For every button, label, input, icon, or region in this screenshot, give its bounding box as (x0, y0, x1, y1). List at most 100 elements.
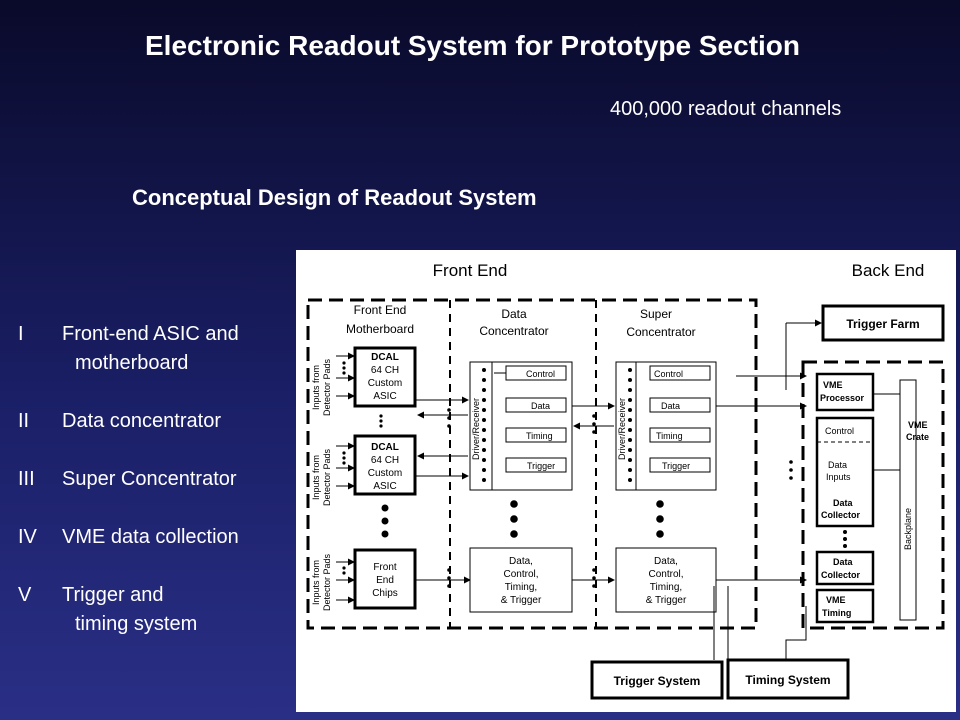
trigger-system-label: Trigger System (614, 674, 701, 688)
dcal-asic-1: DCAL 64 CH Custom ASIC (353, 346, 417, 408)
dcal-label: DCAL (371, 352, 399, 363)
list-numeral: I (18, 323, 24, 345)
data-collector-label: Data (833, 498, 854, 508)
vme-crate-label: VME (908, 420, 928, 430)
channel-count: 400,000 readout channels (610, 98, 842, 120)
control-label: Control (825, 426, 854, 436)
readout-diagram: Front End Back End Front End Motherboard… (296, 250, 956, 712)
input-arrows (336, 352, 355, 604)
component-list: I Front-end ASIC and motherboard II Data c… (18, 320, 239, 639)
backplane (899, 379, 917, 621)
data-collector-label: Data (833, 557, 854, 567)
front-end-chips: Front End Chips (353, 548, 417, 610)
super-concentrator-label: Concentrator (626, 325, 695, 339)
vme-timing-box: VME Timing (815, 588, 875, 624)
input-dots (342, 361, 346, 575)
driver-label: Driver/Receiver (617, 398, 627, 460)
list-item-cont: timing system (75, 613, 198, 635)
timing-label: Timing (526, 431, 553, 441)
timing-system-label: Timing System (745, 673, 830, 687)
fe-motherboard-label: Front End (354, 303, 407, 317)
list-numeral: V (18, 584, 32, 606)
dcal-asic-2: DCAL 64 CH Custom ASIC (353, 434, 417, 496)
vme-processor-box: VME Processor (815, 372, 875, 412)
data-collector-label: Collector (821, 510, 861, 520)
list-text: Front-end ASIC and (62, 323, 239, 345)
data-collector-small: Data Collector (815, 550, 875, 586)
list-item-cont: motherboard (75, 352, 189, 374)
dcal-label: Custom (368, 468, 402, 479)
timing-label: Timing (656, 431, 683, 441)
list-text: Trigger and (62, 584, 164, 606)
dctt-label: Data, (509, 556, 533, 567)
dcal-label: DCAL (371, 442, 399, 453)
slide-subtitle: Conceptual Design of Readout System (132, 185, 537, 210)
vme-crate-boundary (801, 360, 945, 630)
data-concentrator-label: Data (501, 307, 527, 321)
super-concentrator-block: Driver/Receiver Control Data Timing Trig… (615, 361, 717, 491)
data-collector-label: Collector (821, 570, 861, 580)
readout-diagram-svg: Front End Back End Front End Motherboard… (306, 261, 945, 700)
dctt-label: & Trigger (501, 595, 542, 606)
collector-dots (843, 530, 847, 548)
list-numeral: III (18, 468, 35, 490)
dcal-label: 64 CH (371, 365, 399, 376)
driver-label: Driver/Receiver (471, 398, 481, 460)
inputs-label: Detector Pads (322, 358, 332, 416)
list-text: Super Concentrator (62, 468, 237, 490)
list-item: V Trigger and (18, 581, 239, 610)
inputs-label: Inputs from (311, 365, 321, 410)
back-end-header: Back End (852, 261, 925, 280)
vme-processor-label: VME (823, 380, 843, 390)
trigger-farm-label: Trigger Farm (846, 317, 919, 331)
inputs-label: Inputs from (311, 560, 321, 605)
dctt-block-dc: Data, Control, Timing, & Trigger (469, 547, 573, 613)
trigger-system-box: Trigger System (590, 660, 724, 700)
inputs-label: Detector Pads (322, 448, 332, 506)
slide-title: Electronic Readout System for Prototype … (144, 30, 801, 61)
data-collector-main: Control Data Inputs Data Collector (815, 416, 875, 528)
trigger-farm-box: Trigger Farm (821, 304, 945, 342)
dctt-label: Timing, (650, 582, 682, 593)
fe-motherboard-label: Motherboard (346, 322, 414, 336)
data-inputs-label: Inputs (826, 472, 851, 482)
data-label: Data (661, 401, 680, 411)
dctt-label: Timing, (505, 582, 537, 593)
dcal-label: 64 CH (371, 455, 399, 466)
front-end-boundary (306, 298, 758, 630)
link-dots (447, 408, 793, 588)
dcal-label: ASIC (373, 391, 396, 402)
list-item: II Data concentrator (18, 407, 239, 436)
dcal-label: Custom (368, 378, 402, 389)
dcal-label: ASIC (373, 481, 396, 492)
list-text: Data concentrator (62, 410, 221, 432)
timing-system-box: Timing System (726, 658, 850, 700)
concentrator-continuation-dots (510, 500, 664, 538)
vme-timing-label: VME (826, 595, 846, 605)
dctt-label: & Trigger (646, 595, 687, 606)
vme-timing-label: Timing (822, 608, 851, 618)
fec-label: End (376, 575, 394, 586)
backplane-label: Backplane (903, 508, 913, 550)
detector-inputs: Inputs from Detector Pads Inputs from De… (311, 358, 332, 611)
vme-crate-label: Crate (906, 432, 929, 442)
fec-label: Front (373, 562, 397, 573)
link-arrows (416, 372, 807, 584)
dctt-label: Data, (654, 556, 678, 567)
data-concentrator-label: Concentrator (479, 324, 548, 338)
data-concentrator-block: Driver/Receiver Control Data Timing Trig… (469, 361, 573, 491)
vme-processor-label: Processor (820, 393, 865, 403)
list-numeral: II (18, 410, 30, 432)
dctt-label: Control, (503, 569, 538, 580)
inputs-label: Detector Pads (322, 553, 332, 611)
list-item: I Front-end ASIC and (18, 320, 239, 349)
system-links (713, 586, 807, 660)
list-numeral: IV (18, 526, 37, 548)
super-concentrator-label: Super (640, 307, 672, 321)
dctt-label: Control, (648, 569, 683, 580)
data-label: Data (531, 401, 550, 411)
inputs-label: Inputs from (311, 455, 321, 500)
dctt-block-sc: Data, Control, Timing, & Trigger (615, 547, 717, 613)
control-label: Control (526, 369, 555, 379)
